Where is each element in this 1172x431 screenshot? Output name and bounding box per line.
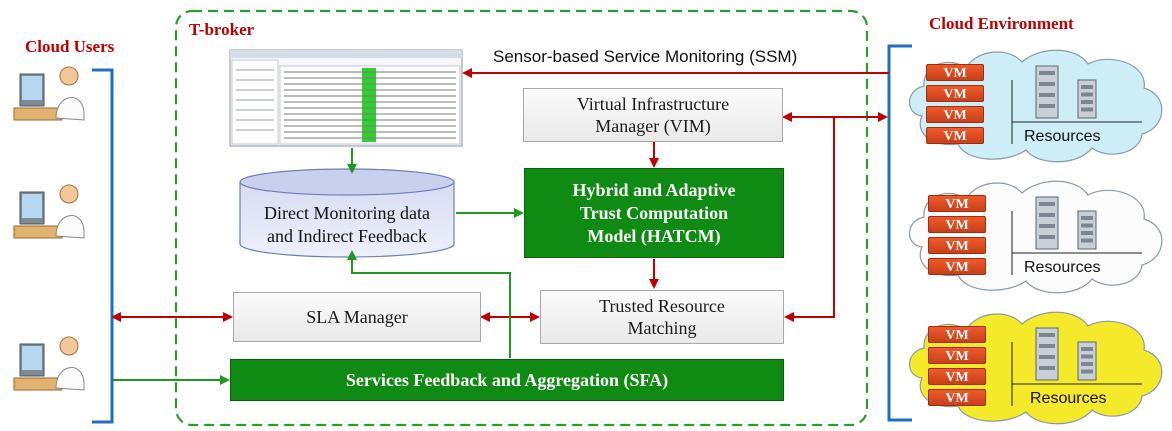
vm-block: VM <box>928 216 986 233</box>
vm-block: VM <box>926 127 984 144</box>
hatcm-line-1: Hybrid and Adaptive <box>572 179 736 200</box>
hatcm-line-3: Model (HATCM) <box>587 225 721 246</box>
user-computer-icon <box>13 184 85 239</box>
vm-block: VM <box>928 195 986 212</box>
vm-block: VM <box>928 237 986 254</box>
vm-block: VM <box>928 389 986 406</box>
server-rack-icon <box>1077 341 1097 381</box>
trm-line-1: Trusted Resource <box>599 296 725 316</box>
sla-manager-box: SLA Manager <box>233 292 481 342</box>
monitoring-screenshot <box>229 49 463 147</box>
user-computer-icon <box>13 336 85 391</box>
user-computer-icon <box>13 66 85 121</box>
cloud-users-bracket <box>92 68 114 424</box>
database-line-1: Direct Monitoring data <box>264 203 430 223</box>
vm-block: VM <box>926 85 984 102</box>
cloud-environment-title: Cloud Environment <box>929 14 1074 33</box>
sfa-box: Services Feedback and Aggregation (SFA) <box>230 359 784 401</box>
vim-box: Virtual Infrastructure Manager (VIM) <box>523 88 783 142</box>
resources-label: Resources <box>1024 128 1101 145</box>
vim-line-1: Virtual Infrastructure <box>576 94 730 114</box>
database-line-2: and Indirect Feedback <box>267 226 427 246</box>
database-cylinder <box>239 168 455 258</box>
sla-manager-label: SLA Manager <box>306 307 408 327</box>
t-broker-title: T-broker <box>189 20 255 39</box>
server-rack-icon <box>1035 65 1059 119</box>
resources-label: Resources <box>1030 390 1107 407</box>
ssm-label: Sensor-based Service Monitoring (SSM) <box>493 47 798 66</box>
server-rack-icon <box>1035 196 1059 250</box>
right-connector <box>784 117 835 322</box>
t-broker-frame <box>174 9 869 427</box>
vm-block: VM <box>928 368 986 385</box>
cloud-environment-bracket <box>887 44 912 422</box>
hatcm-box: Hybrid and Adaptive Trust Computation Mo… <box>524 168 784 258</box>
server-rack-icon <box>1077 210 1097 250</box>
vm-block: VM <box>926 64 984 81</box>
vm-block: VM <box>926 106 984 123</box>
database-label: Direct Monitoring data and Indirect Feed… <box>240 202 454 248</box>
server-rack-icon <box>1035 327 1059 381</box>
vm-block: VM <box>928 347 986 364</box>
vm-block: VM <box>928 258 986 275</box>
server-rack-icon <box>1077 79 1097 119</box>
sfa-db-arrow <box>347 250 511 358</box>
vim-line-2: Manager (VIM) <box>595 116 711 136</box>
hatcm-line-2: Trust Computation <box>579 202 729 223</box>
trusted-resource-matching-box: Trusted Resource Matching <box>540 290 784 344</box>
sfa-label: Services Feedback and Aggregation (SFA) <box>345 369 669 390</box>
cloud-users-title: Cloud Users <box>25 37 115 56</box>
trm-line-2: Matching <box>627 318 697 338</box>
vm-block: VM <box>928 326 986 343</box>
resources-label: Resources <box>1024 259 1101 276</box>
